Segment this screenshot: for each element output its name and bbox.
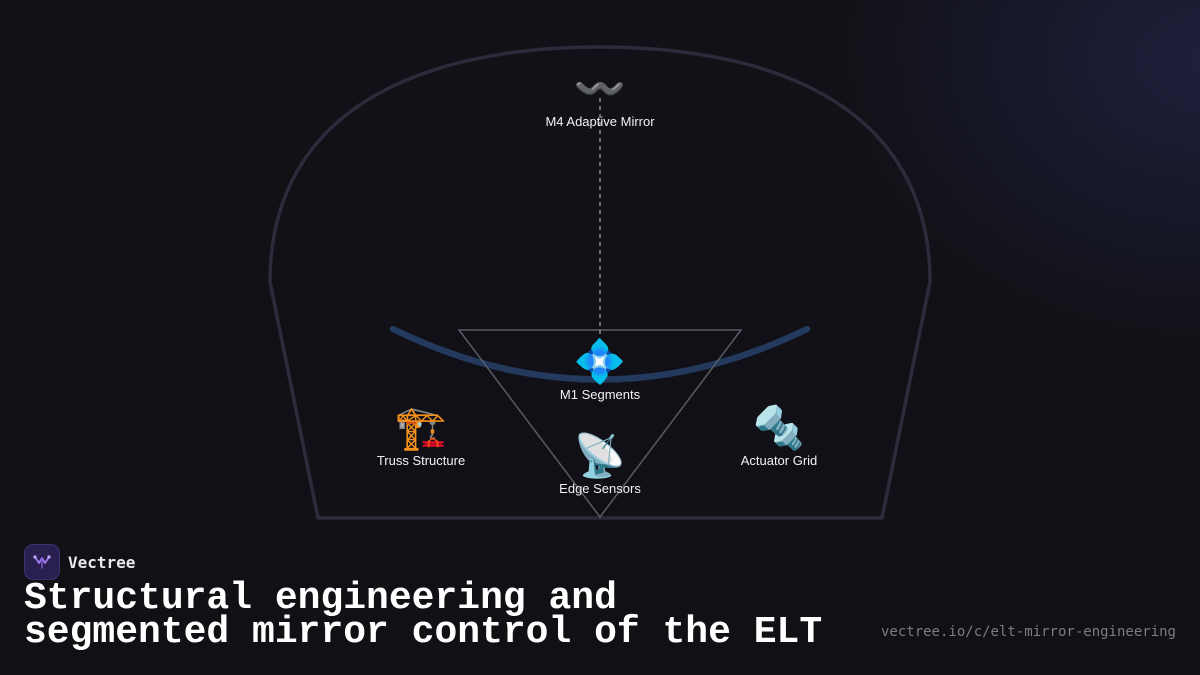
brand-name: Vectree [68,552,136,572]
vectree-logo-icon [24,544,60,580]
node-label: Truss Structure [376,453,466,468]
node-edge-sensors: 📡 Edge Sensors [559,431,641,497]
node-label: Actuator Grid [740,453,818,468]
primary-mirror-arc [389,325,811,383]
node-truss-structure: 🏗️ Truss Structure [376,403,466,469]
node-m4-adaptive-mirror: 〰️ M4 Adaptive Mirror [545,64,655,130]
node-m1-segments: 💠 M1 Segments [559,337,641,403]
bolt-icon: 🔩 [752,403,806,452]
node-label: M1 Segments [559,387,641,402]
node-label: M4 Adaptive Mirror [545,114,655,129]
diamond-segments-icon: 💠 [573,337,627,386]
page-title: Structural engineering and segmented mir… [24,577,823,654]
brand: Vectree [24,544,135,580]
dome-outline [268,45,932,520]
node-label: Edge Sensors [559,481,641,496]
satellite-dish-icon: 📡 [573,431,627,480]
source-url: vectree.io/c/elt-mirror-engineering [880,624,1176,640]
wave-icon: 〰️ [573,64,627,113]
crane-icon: 🏗️ [394,403,448,452]
node-actuator-grid: 🔩 Actuator Grid [740,403,818,469]
